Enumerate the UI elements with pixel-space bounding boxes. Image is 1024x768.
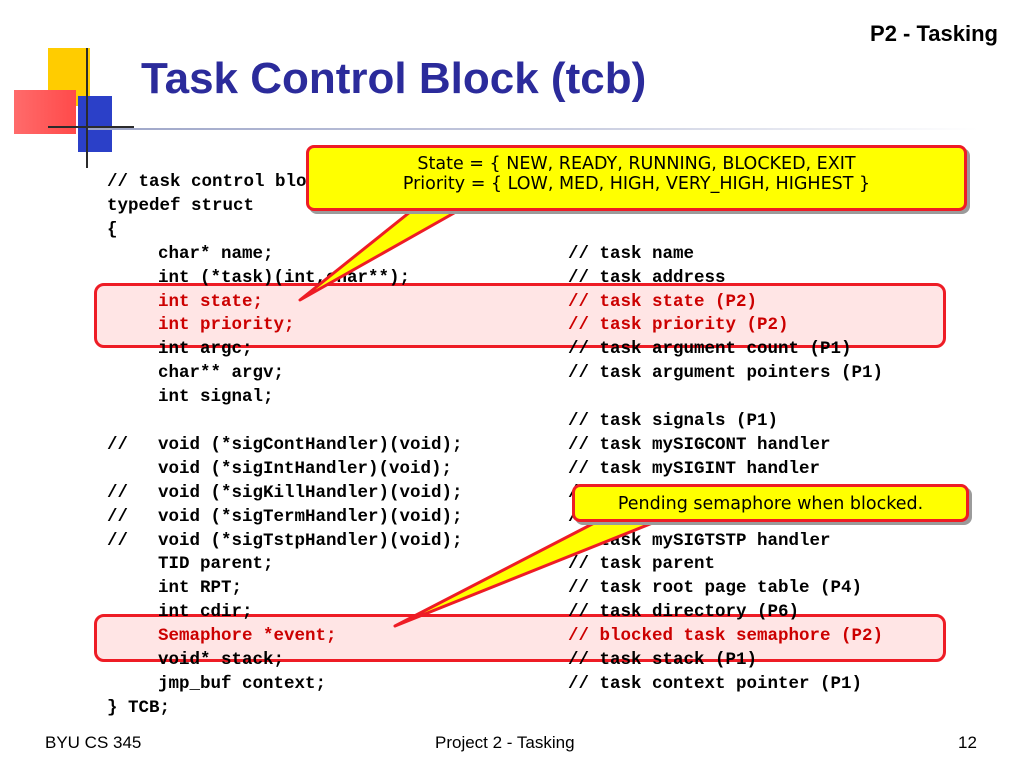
code-text: int priority; [158, 315, 295, 336]
code-text: { [107, 219, 118, 240]
code-text: int cdir; [158, 602, 253, 623]
code-text: jmp_buf context; [158, 673, 327, 694]
code-comment: // task state (P2) [568, 291, 758, 312]
code-text: int argc; [158, 339, 253, 360]
footer-project: Project 2 - Tasking [435, 733, 575, 752]
code-text: int state; [158, 291, 264, 312]
code-comment: // task signals (P1) [568, 411, 779, 431]
decor-vertical-line [86, 48, 88, 168]
page-number: 12 [958, 733, 977, 752]
slide-title: Task Control Block (tcb) [141, 54, 647, 103]
code-text: } TCB; [107, 697, 171, 718]
section-label: P2 - Tasking [870, 21, 998, 46]
code-text: int (*task)(int,char**); [158, 267, 411, 288]
code-text: void (*sigTstpHandler)(void); [158, 530, 463, 551]
code-text: void* stack; [158, 650, 285, 670]
title-underline [88, 128, 978, 130]
state-priority-callout: State = { NEW, READY, RUNNING, BLOCKED, … [306, 145, 967, 211]
code-text: int signal; [158, 387, 274, 408]
code-comment-prefix: // [107, 530, 129, 551]
code-comment: // task mySIGCONT handler [568, 434, 831, 455]
code-comment: // task name [568, 243, 695, 264]
decor-blue-square [78, 96, 112, 152]
code-text: void (*sigContHandler)(void); [158, 434, 463, 455]
priority-callout-line: Priority = { LOW, MED, HIGH, VERY_HIGH, … [402, 174, 871, 194]
semaphore-callout-arrow [393, 518, 662, 628]
state-callout-line: State = { NEW, READY, RUNNING, BLOCKED, … [417, 154, 856, 174]
footer-course: BYU CS 345 [45, 733, 142, 752]
code-text: int RPT; [158, 578, 243, 599]
code-text: char** argv; [158, 363, 285, 384]
code-comment: // task root page table (P4) [568, 578, 863, 599]
code-comment: // task context pointer (P1) [568, 673, 863, 694]
event-highlight-box [94, 614, 946, 662]
code-comment: // task directory (P6) [568, 602, 800, 623]
state-callout-arrow [298, 202, 472, 302]
code-text: char* name; [158, 243, 274, 264]
code-comment-prefix: // [107, 482, 129, 503]
code-comment: // task address [568, 267, 726, 288]
code-text: typedef struct [107, 195, 255, 216]
decor-horizontal-line [48, 126, 134, 128]
code-text: void (*sigTermHandler)(void); [158, 506, 463, 527]
code-comment: // blocked task semaphore (P2) [568, 626, 884, 647]
code-comment: // task parent [568, 554, 716, 575]
code-comment: // task argument count (P1) [568, 339, 852, 360]
code-text: Semaphore *event; [158, 626, 337, 647]
code-text: void (*sigKillHandler)(void); [158, 482, 463, 503]
code-comment-prefix: // [107, 434, 129, 455]
code-comment: // task argument pointers (P1) [568, 363, 884, 384]
semaphore-callout: Pending semaphore when blocked. [572, 484, 969, 522]
code-comment-prefix: // [107, 506, 129, 527]
code-comment: // task priority (P2) [568, 315, 789, 336]
code-comment: // task stack (P1) [568, 650, 758, 670]
semaphore-callout-text: Pending semaphore when blocked. [617, 494, 924, 514]
code-comment: // task mySIGTSTP handler [568, 530, 831, 551]
code-text: void (*sigIntHandler)(void); [158, 458, 453, 479]
code-comment: // task mySIGINT handler [568, 458, 821, 479]
code-text: TID parent; [158, 554, 274, 575]
state-priority-highlight-box [94, 283, 946, 348]
